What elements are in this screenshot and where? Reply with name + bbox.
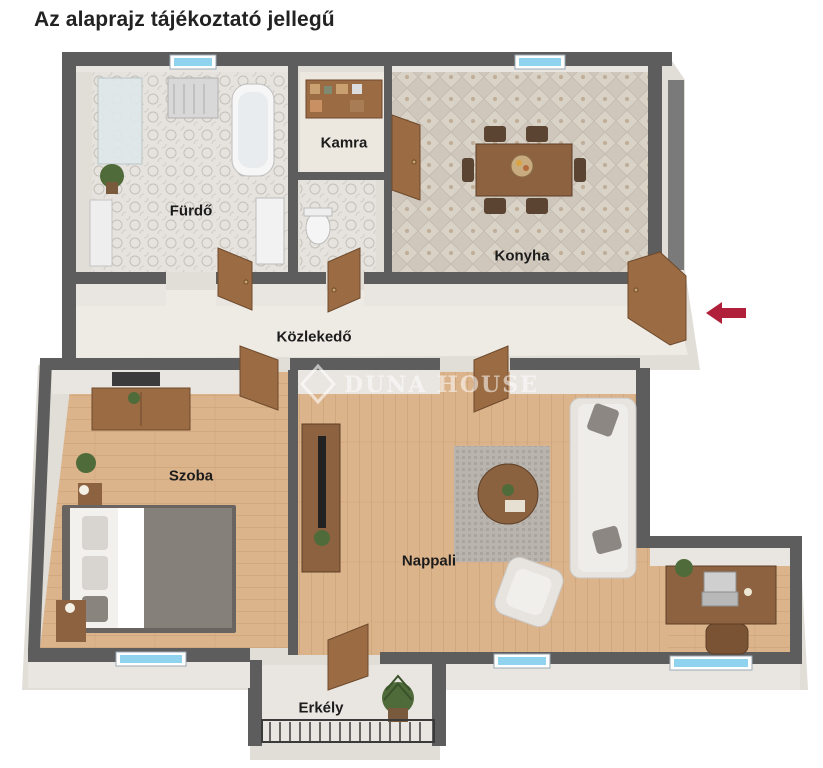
entrance-arrow-icon (706, 302, 746, 324)
room-label-hallway: Közlekedő (276, 328, 352, 346)
wc-fixtures (303, 207, 333, 245)
kitchen-door (391, 114, 421, 201)
windows (115, 54, 753, 671)
dining-set (462, 126, 586, 214)
pantry-shelf (305, 79, 383, 119)
room-label-bedroom: Szoba (168, 467, 214, 485)
room-label-living: Nappali (401, 552, 457, 570)
entrance-door (627, 251, 687, 346)
room-label-pantry: Kamra (320, 134, 368, 152)
bedroom-door (239, 345, 279, 411)
watermark-logo-icon (299, 363, 337, 405)
room-label-kitchen: Konyha (494, 247, 550, 265)
bathroom-fixtures (89, 77, 285, 267)
watermark-text: DUNA HOUSE (344, 372, 539, 398)
living-furniture (301, 397, 637, 628)
living-door (473, 345, 509, 413)
floor-plan-disclaimer: Az alaprajz tájékoztató jellegű (34, 8, 335, 31)
balcony-details (261, 674, 435, 743)
balcony-door (327, 623, 369, 691)
room-label-balcony: Erkély (298, 699, 344, 717)
bathroom-door (217, 247, 253, 311)
room-label-bathroom: Fürdő (169, 202, 213, 220)
doors (217, 114, 687, 691)
wc-door (327, 247, 361, 313)
study-furniture (665, 559, 777, 655)
bedroom-furniture (56, 372, 236, 642)
